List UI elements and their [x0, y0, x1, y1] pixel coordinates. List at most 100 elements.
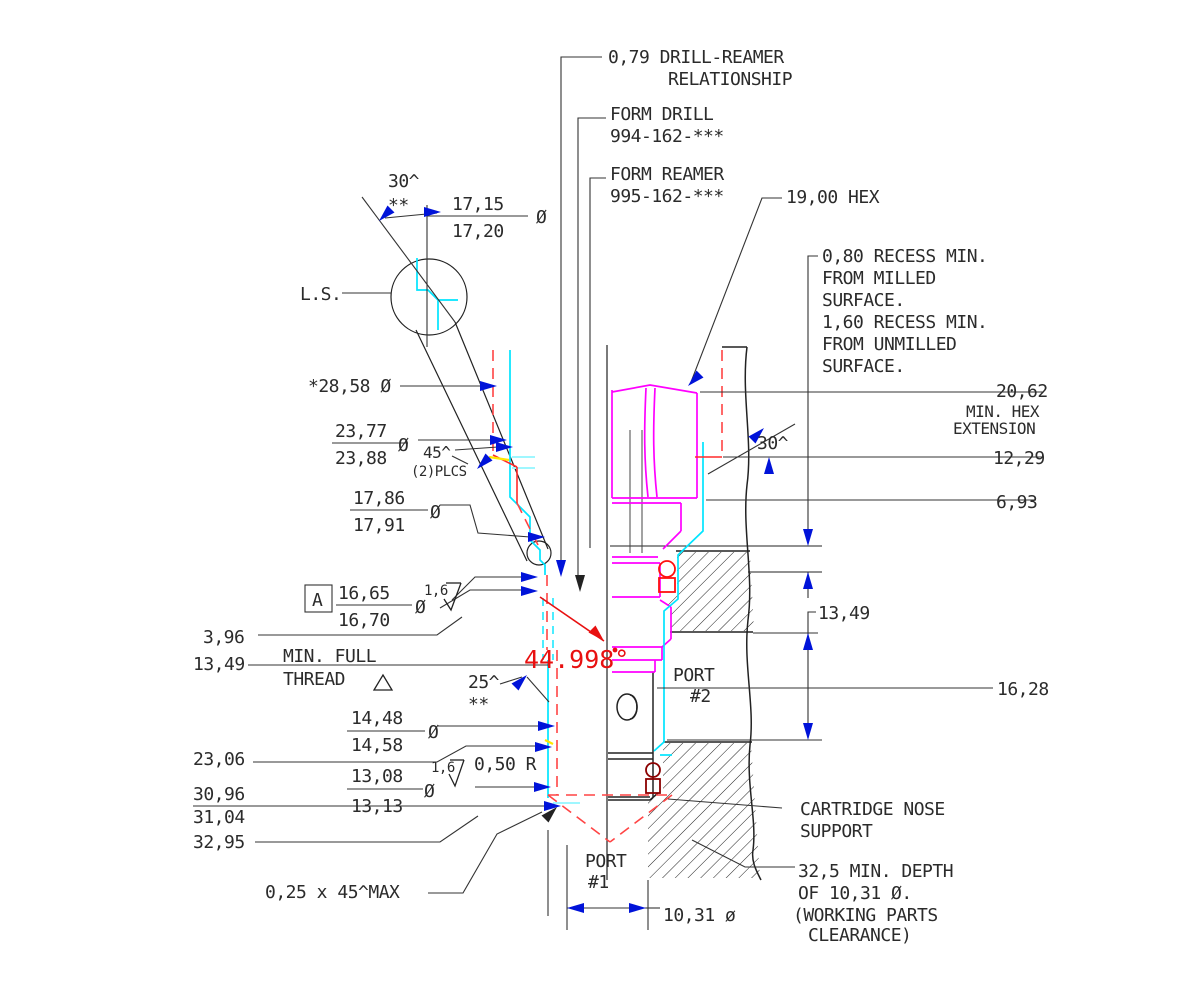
label-min-full-thread-2: THREAD — [283, 669, 345, 690]
arrow-25 — [511, 675, 527, 691]
label-cartridge-nose-2: SUPPORT — [800, 821, 873, 842]
label-cartridge-nose-1: CARTRIDGE NOSE — [800, 799, 945, 820]
label-min-hex: MIN. HEX — [966, 402, 1040, 421]
angle-30-top-ref — [361, 196, 456, 323]
label-min-full-thread-1: MIN. FULL — [283, 646, 377, 667]
leader-16-65-b — [439, 589, 524, 609]
label-angle45: 45^ — [423, 443, 451, 462]
detail-circle-mouth — [526, 540, 552, 566]
annotations: 0,79 DRILL-REAMER RELATIONSHIP FORM DRIL… — [193, 47, 1049, 946]
arrow-recess-bottom — [803, 572, 813, 589]
arrow-45-2 — [477, 453, 493, 469]
angle-30-right-line — [707, 423, 796, 475]
angle-44-arrowhead — [588, 625, 604, 641]
drill-dashed-diag — [516, 502, 542, 552]
diameter-symbol-2: Ø — [398, 435, 409, 456]
arrow-10-31-right — [629, 903, 646, 913]
label-32-95: 32,95 — [193, 832, 245, 853]
label-23-06: 23,06 — [193, 749, 245, 770]
arrow-30-top-b — [424, 207, 441, 217]
label-dia-28-58: *28,58 Ø — [308, 376, 391, 397]
label-angle30-top: 30^ — [388, 171, 420, 192]
leader-45-2 — [451, 455, 469, 465]
arrow-13-08 — [534, 782, 551, 792]
drill-profile — [492, 350, 723, 843]
label-angle45-note: (2)PLCS — [411, 464, 467, 480]
label-recess-4: 1,60 RECESS MIN. — [822, 312, 987, 333]
label-form-drill-2: 994-162-*** — [610, 126, 724, 147]
oring-lower-backup — [645, 778, 661, 794]
angle-25-ref — [526, 676, 550, 703]
detail-cone-line-2 — [415, 329, 528, 562]
arrow-45-1 — [496, 442, 513, 452]
leader-cartridge-nose — [667, 798, 783, 809]
arrow-recess-top — [803, 529, 813, 546]
thread-angle-leader — [539, 596, 618, 653]
arrow-30-top-a — [379, 205, 395, 221]
leader-45-1 — [454, 446, 499, 451]
label-finish-1: 1,6 — [424, 583, 448, 599]
label-form-drill-1: FORM DRILL — [610, 104, 714, 125]
label-dia-10-31: 10,31 ø — [663, 905, 736, 926]
label-3-96: 3,96 — [203, 627, 244, 648]
label-angle25: 25^ — [468, 672, 500, 693]
yellow-tick-lower — [544, 739, 554, 745]
label-recess-6: SURFACE. — [822, 356, 905, 377]
label-dia-14-48-lower: 14,58 — [351, 735, 403, 756]
diameter-symbol-1: Ø — [536, 207, 547, 228]
label-13-49-left: 13,49 — [193, 654, 245, 675]
arrow-13-49-right — [803, 633, 813, 650]
cross-port-hole-inner — [629, 694, 638, 720]
leader-form-drill — [577, 117, 606, 578]
label-recess-5: FROM UNMILLED — [822, 334, 956, 355]
label-31-04: 31,04 — [193, 807, 245, 828]
label-dia-17-86-upper: 17,86 — [353, 488, 405, 509]
diameter-symbol-5: Ø — [428, 722, 439, 743]
drill-point-left — [547, 794, 611, 843]
leader-form-reamer — [589, 177, 606, 548]
label-dia-17-15-upper: 17,15 — [452, 194, 504, 215]
arrow-28-58 — [480, 381, 497, 391]
cavity-wall-right — [653, 442, 704, 752]
diameter-symbol-6: Ø — [424, 781, 435, 802]
label-dia-16-65-upper: 16,65 — [338, 583, 390, 604]
label-chamfer: 0,25 x 45^MAX — [265, 882, 400, 903]
leader-32-95 — [255, 815, 479, 843]
label-port2-2: #2 — [690, 686, 711, 707]
neck-chamfer — [662, 530, 682, 550]
label-port1-2: #1 — [588, 872, 609, 893]
yellow-tick-upper — [488, 455, 510, 462]
label-dia-17-86-lower: 17,91 — [353, 515, 405, 536]
arrow-10-31-left — [567, 903, 584, 913]
label-dia-13-08-upper: 13,08 — [351, 766, 403, 787]
label-depth-1: 32,5 MIN. DEPTH — [798, 861, 953, 882]
label-finish-2: 1,6 — [431, 760, 455, 776]
diameter-symbol-3: Ø — [430, 502, 441, 523]
label-6-93: 6,93 — [996, 492, 1037, 513]
detail-circle-ls — [390, 258, 468, 336]
angle-44-dot — [612, 647, 618, 653]
dimension-arrows — [379, 205, 813, 913]
label-dia-13-08-lower: 13,13 — [351, 796, 403, 817]
surface-finish-check-1 — [443, 582, 462, 612]
leader-recess — [807, 255, 818, 534]
label-30-96: 30,96 — [193, 784, 245, 805]
label-13-49-right: 13,49 — [818, 603, 870, 624]
diameter-symbol-4: Ø — [415, 597, 426, 618]
arrow-form-drill — [575, 575, 585, 592]
arrow-chamfer — [541, 807, 557, 823]
label-extension: EXTENSION — [953, 419, 1035, 438]
arrow-16-65-b — [521, 586, 538, 596]
label-dia-16-65-lower: 16,70 — [338, 610, 390, 631]
label-form-reamer-2: 995-162-*** — [610, 186, 724, 207]
ls-detail-profile — [416, 258, 458, 330]
label-dia-23-77-upper: 23,77 — [335, 421, 387, 442]
label-depth-4: CLEARANCE) — [808, 925, 911, 946]
label-20-62: 20,62 — [996, 381, 1048, 402]
label-drill-reamer-2: RELATIONSHIP — [668, 69, 793, 90]
drill-point-right — [609, 794, 673, 843]
leader-hex — [690, 197, 782, 383]
leader-drill-reamer — [560, 56, 602, 562]
